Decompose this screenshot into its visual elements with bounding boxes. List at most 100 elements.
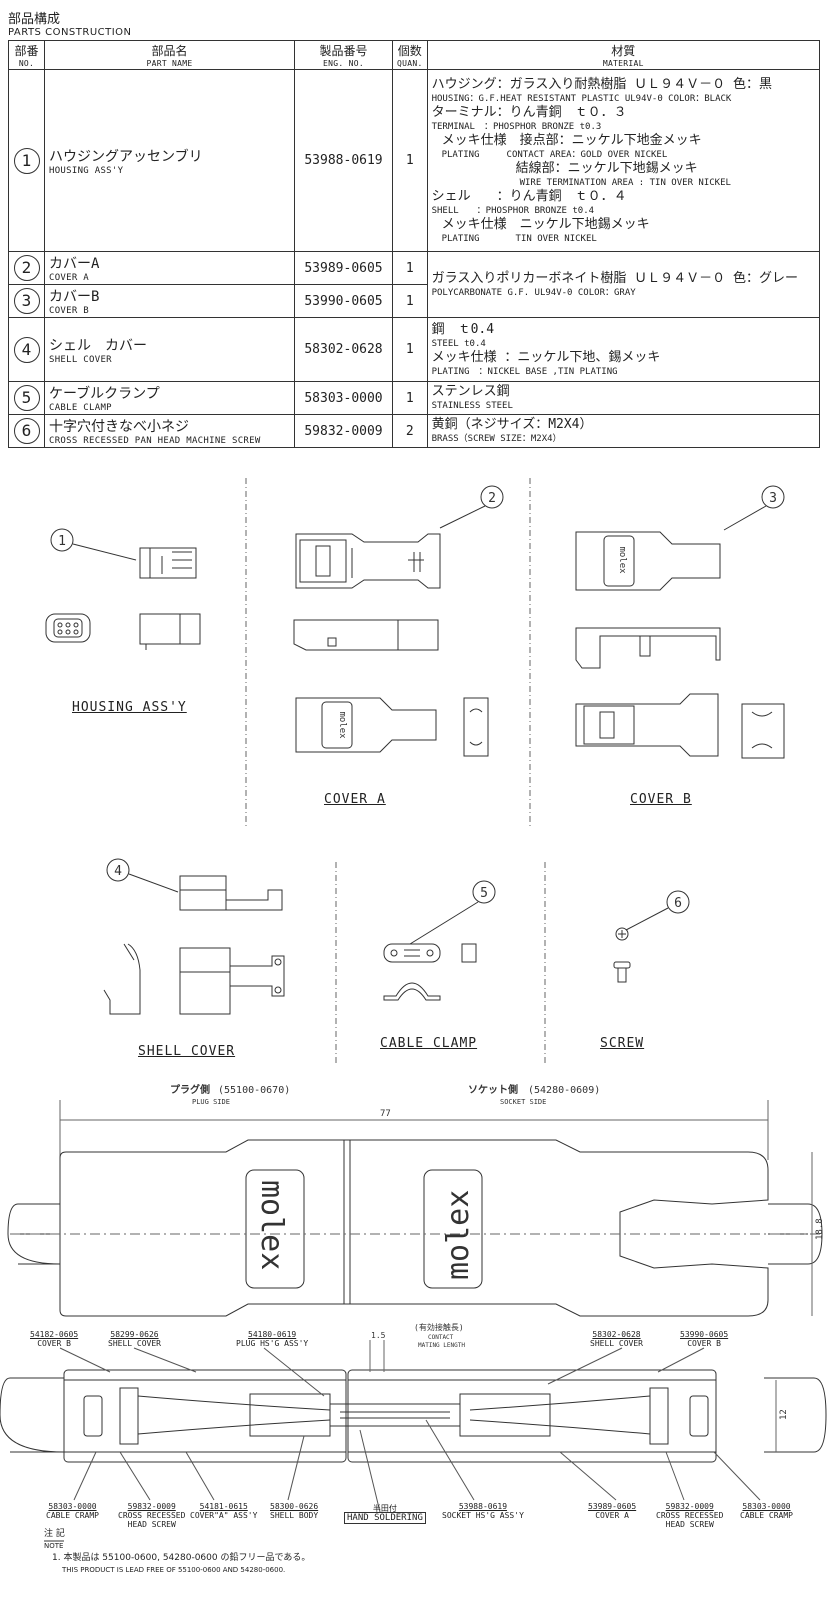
cable-clamp-drawing: 5 [383, 880, 496, 1001]
note-line-1: 1. 本製品は 55100-0600, 54280-0600 の鉛フリー品である… [52, 1553, 311, 1563]
view-dividers [245, 478, 546, 1066]
part-name-en: CABLE CLAMP [49, 403, 112, 413]
eng-no: 59832-0009 [294, 414, 393, 448]
brand-label: molex [441, 1190, 476, 1280]
note-line-2: THIS PRODUCT IS LEAD FREE OF 55100-0600 … [62, 1566, 286, 1574]
eng-no: 58303-0000 [294, 381, 393, 415]
socket-side-no: (54280-0609) [528, 1085, 600, 1096]
note-block: 注 記 NOTE 1. 本製品は 55100-0600, 54280-0600 … [44, 1528, 310, 1576]
material-cell: 鋼 ｔ0.4 STEEL t0.4 メッキ仕様 ：ニッケル下地、錫メッキ PLA… [426, 317, 821, 382]
dim-width: 12 [779, 1409, 789, 1420]
part-name-jp: ハウジングアッセンブリ [49, 148, 203, 165]
part-number: 2 [13, 255, 40, 281]
dim-height: 18.8 [815, 1218, 825, 1240]
brand-label: molex [617, 546, 627, 574]
part-name-en: SHELL COVER [49, 354, 112, 365]
plug-side-no: (55100-0670) [218, 1085, 290, 1096]
socket-side-en: SOCKET SIDE [500, 1098, 546, 1106]
part-name-en: COVER B [49, 306, 90, 316]
part-number: 6 [13, 418, 40, 444]
assembly-top-view: 77 molex molex 18.8 [7, 1100, 825, 1317]
callout-circle [50, 528, 74, 552]
part-name-en: HOUSING ASS'Y [49, 165, 124, 176]
mating-jp: (有効接触長) [414, 1322, 464, 1332]
part-name-jp: カバーB [49, 289, 100, 305]
plug-side-jp: プラグ側 [170, 1083, 210, 1096]
callout-number: 1 [58, 534, 66, 549]
assembly-section-view: 12 1.5 [0, 1331, 827, 1463]
mating-en1: CONTACT [428, 1334, 454, 1341]
drawing-header: 部品構成 PARTS CONSTRUCTION [8, 8, 132, 38]
material-cell: ガラス入りポリカーボネイト樹脂 ＵＬ９４Ｖ－０ 色：グレー POLYCARBON… [426, 251, 821, 318]
view-label-cable-clamp: CABLE CLAMP [380, 1036, 478, 1051]
view-label-screw: SCREW [600, 1036, 645, 1051]
cover-a-drawing: 2 molex [293, 485, 504, 757]
eng-no: 53990-0605 [294, 284, 393, 318]
part-name-jp: シェル カバー [49, 337, 147, 354]
callout-number: 4 [114, 864, 122, 879]
part-name-jp: ケーブルクランプ [49, 386, 160, 402]
part-name-en: COVER A [49, 273, 90, 283]
housing-assy-drawing: 1 [45, 528, 201, 650]
note-title-en: NOTE [44, 1542, 64, 1550]
dim-length: 77 [380, 1109, 391, 1119]
material-cell: ステンレス鋼 STAINLESS STEEL [426, 381, 821, 415]
mating-en2: MATING LENGTH [418, 1342, 465, 1349]
callout-number: 6 [674, 896, 682, 911]
view-label-housing: HOUSING ASS'Y [72, 700, 187, 715]
dim-1-5: 1.5 [371, 1331, 386, 1340]
callout-number: 5 [480, 886, 488, 901]
part-name-jp: カバーA [49, 256, 100, 272]
view-label-shell-cover: SHELL COVER [138, 1044, 236, 1059]
qty: 1 [392, 284, 428, 318]
material-cell: ハウジング：ガラス入り耐熱樹脂 ＵＬ９４Ｖ－０ 色：黒 HOUSING：G.F.… [426, 69, 821, 252]
note-title-jp: 注 記 [44, 1529, 65, 1539]
callout-number: 3 [769, 491, 777, 506]
callout-number: 2 [488, 491, 496, 506]
brand-label: molex [337, 711, 347, 739]
part-number: 5 [13, 385, 40, 411]
material-cell: 黄銅（ネジサイズ：M2X4） BRASS（SCREW SIZE：M2X4） [426, 414, 821, 448]
screw-drawing: 6 [613, 890, 690, 983]
brand-label: molex [254, 1180, 289, 1270]
eng-no: 53989-0605 [294, 251, 393, 285]
part-number: 4 [13, 336, 40, 363]
part-name-jp: 十字穴付きなべ小ネジ [49, 419, 189, 435]
view-label-cover-a: COVER A [324, 792, 386, 807]
part-name-en: CROSS RECESSED PAN HEAD MACHINE SCREW [49, 436, 261, 446]
plug-side-en: PLUG SIDE [192, 1098, 230, 1106]
qty: 1 [392, 69, 428, 252]
qty: 1 [392, 317, 428, 382]
part-number: 3 [13, 288, 40, 314]
cover-b-drawing: 3 molex [575, 485, 785, 759]
title-jp: 部品構成 [8, 12, 61, 27]
shell-cover-drawing: 4 [103, 858, 285, 1015]
socket-side-jp: ソケット側 [468, 1083, 518, 1096]
